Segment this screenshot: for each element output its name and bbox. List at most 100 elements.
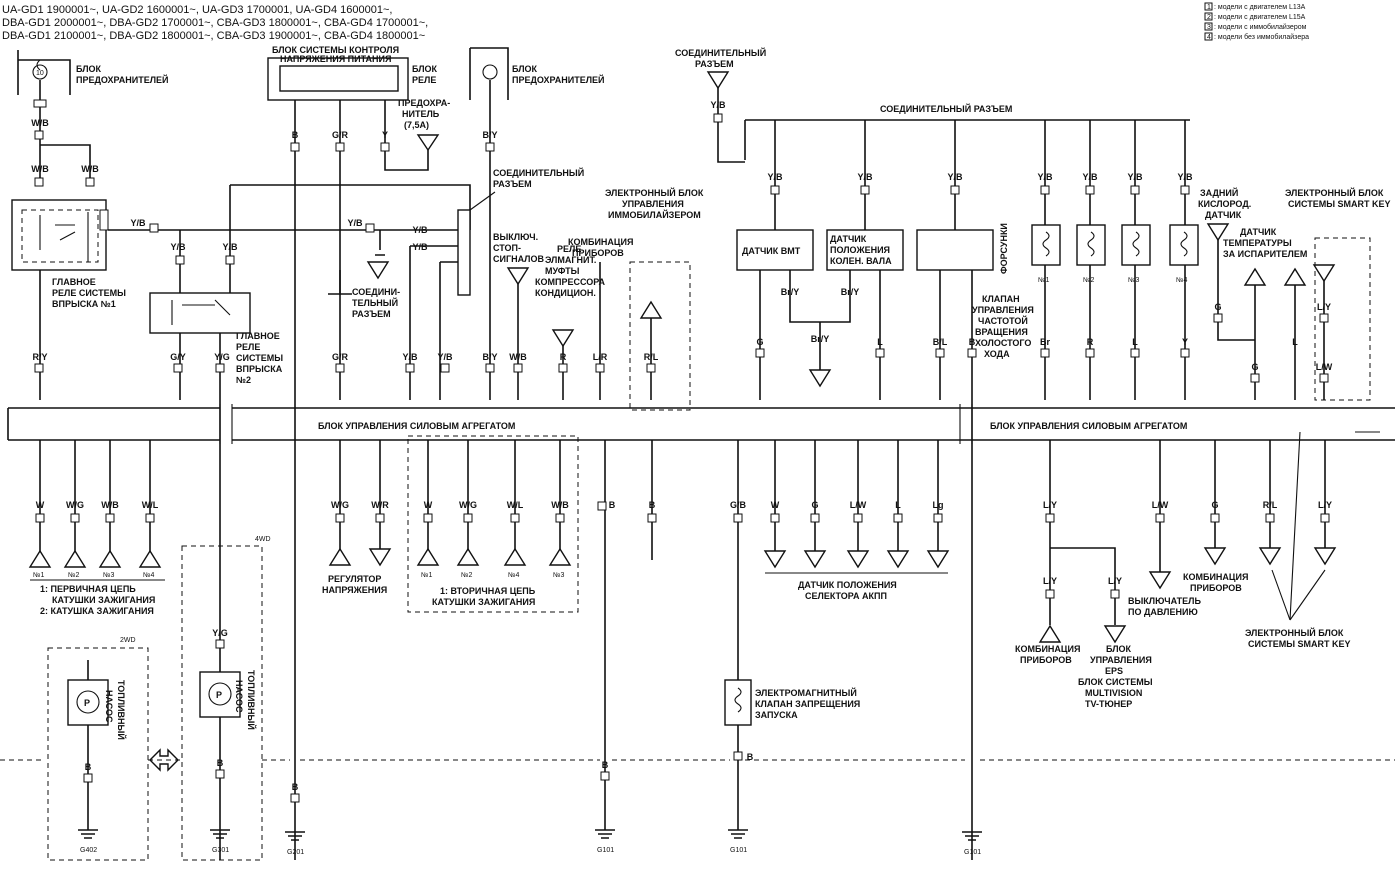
connector-pin [595,363,605,373]
wire [39,80,91,180]
connector-pin [335,142,345,152]
diagram-label: (7,5А) [404,120,429,130]
component-box [457,209,471,296]
diagram-label: B [609,500,616,510]
diagram-label: Y/B [857,172,873,182]
dashed-outline [407,435,579,613]
wire [219,404,973,444]
header-line-2: DBA-GD1 2000001~, DBA-GD2 1700001~, CBA-… [2,17,428,29]
diagram-label: Y/B [402,352,418,362]
diagram-label: 4WD [255,536,271,543]
gauge-cluster-bottom-left: КОМБИНАЦИЯ ПРИБОРОВ [1015,624,1080,665]
diagram-label: ИММОБИЛАЙЗЕРОМ [608,209,701,220]
connector-pin [733,513,743,523]
diagram-label: B/L [933,337,948,347]
connector-pin [34,177,44,187]
diagram-label: №1 [33,572,45,579]
diagram-label: ЧАСТОТОЙ [978,315,1028,326]
diagram-label: L/Y [1317,302,1331,312]
diagram-label: G [756,337,763,347]
brake-switch: ВЫКЛЮЧ. СТОП- СИГНАЛОВ [493,232,544,286]
fuse-icon [32,64,48,80]
ac-compressor-relay: РЕЛЕ ЭЛМАГНИТ. МУФТЫ КОМПРЕССОРА КОНДИЦИ… [535,244,605,348]
terminal-arrow-icon [416,134,440,152]
diagram-label: ПРИБОРОВ [1190,583,1242,593]
component-box [1031,224,1061,266]
diagram-label: TV-ТЮНЕР [1085,699,1132,709]
diagram-label: Y/B [710,100,726,110]
diagram-label: ЗАДНИЙ [1200,187,1238,198]
connector-pin [600,771,610,781]
connector-pin [1130,185,1140,195]
diagram-label: ВРАЩЕНИЯ [975,327,1028,337]
diagram-label: L/Y [1043,576,1057,586]
dashed-outline [21,209,99,263]
legend-item-4: : модели без иммобилайзера [1214,33,1309,41]
diagram-label: R/Y [32,352,47,362]
terminal-arrow-icon [503,547,527,566]
diagram-label: G [1214,302,1221,312]
model-header: UA-GD1 1900001~, UA-GD2 1600001~, UA-GD3… [2,4,428,42]
diagram-label: Y/B [767,172,783,182]
terminal-arrow-icon [1148,571,1172,590]
fuse-block-left: 10 БЛОК ПРЕДОХРАНИТЕЛЕЙ [17,50,169,95]
component-box [724,679,752,726]
connector-pin [1085,185,1095,195]
wire [39,212,89,262]
diagram-label: G [1211,500,1218,510]
wire [595,829,615,839]
terminal-arrow-icon [98,549,122,568]
diagram-label: ВЫКЛЮЧАТЕЛЬ [1128,596,1201,606]
terminal-arrow-icon [28,549,52,568]
terminal-arrow-icon [706,71,730,90]
dashed-outline [1314,237,1371,401]
terminal-arrow-icon [149,748,179,772]
legend-item-3: : модели с иммобилайзером [1214,23,1307,31]
diagram-label: Y/B [412,242,428,252]
diagram-label: УПРАВЛЕНИЯ [1090,655,1152,665]
connector-pin [290,793,300,803]
diagram-label: G/Y [170,352,186,362]
diagram-label: R [1087,337,1094,347]
voltage-regulator: РЕГУЛЯТОР НАПРЯЖЕНИЯ [322,574,387,595]
connector-pin [83,773,93,783]
start-inhibit-solenoid: ЭЛЕКТРОМАГНИТНЫЙ КЛАПАН ЗАПРЕЩЕНИЯ ЗАПУС… [724,679,860,726]
dashed-outline [629,261,691,411]
diagram-label: L/Y [1108,576,1122,586]
diagram-label: РЕЛЕ [557,244,581,254]
wire [469,47,509,100]
diagram-label: G301 [212,847,229,854]
diagram-label: №1 [1038,277,1050,284]
injector-1: №1 [1031,224,1061,284]
connector-pin [893,513,903,523]
diagram-label: КЛАПАН ЗАПРЕЩЕНИЯ [755,699,860,709]
diagram-label: G402 [80,847,97,854]
connector-pin [215,363,225,373]
diagram-label: ЗА ИСПАРИТЕЛЕМ [1223,249,1307,259]
wire [78,829,98,839]
diagram-label: КОМПРЕССОРА [535,277,605,287]
connector-pin [1085,348,1095,358]
diagram-label: 1: ВТОРИЧНАЯ ЦЕПЬ [440,586,536,596]
connector-pin [215,639,225,649]
diagram-label: СИСТЕМЫ SMART KEY [1248,639,1351,649]
connector-pin [510,513,520,523]
map-sensor: ДАТЧИК ВМТ [736,229,814,271]
terminal-arrow-icon [1103,625,1127,644]
diagram-label: G/R [332,352,349,362]
diagram-label: ДАТЧИК ВМТ [742,246,801,256]
diagram-label: 10 [36,70,44,77]
connector-pin [875,348,885,358]
diagram-label: БЛОК УПРАВЛЕНИЯ СИЛОВЫМ АГРЕГАТОМ [318,421,515,431]
diagram-label: КЛАПАН [982,294,1020,304]
wire [210,829,230,839]
component-box [279,65,399,92]
diagram-label: №3 [103,572,115,579]
connector-pin [1319,373,1329,383]
terminal-arrow-icon [808,369,832,388]
connector-pin [70,513,80,523]
wire [380,229,458,400]
terminal-arrow-icon [551,329,575,348]
dashed-outline [181,545,263,861]
diagram-label: G [1251,362,1258,372]
